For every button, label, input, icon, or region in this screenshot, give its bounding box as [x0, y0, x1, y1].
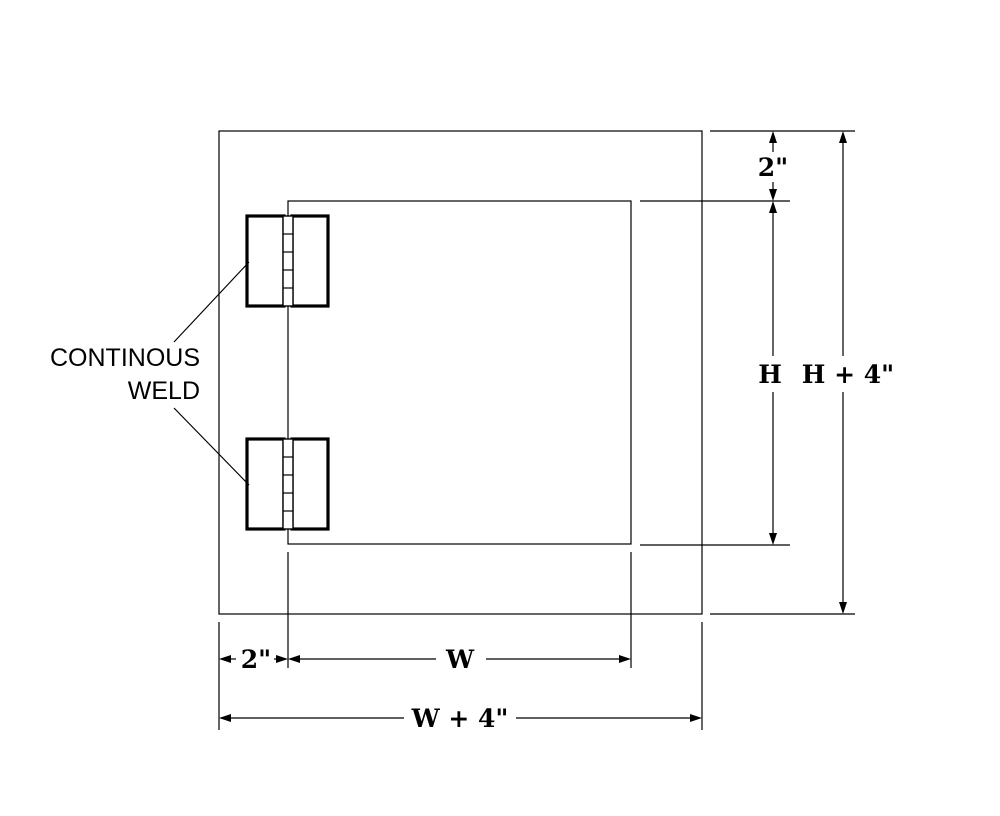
dim-width-label: W [445, 645, 475, 674]
hinge-top-knuckle [282, 215, 294, 307]
callout-line-2: WELD [128, 377, 200, 405]
outer-frame [218, 130, 703, 615]
hinge-top-left-leaf [245, 214, 286, 308]
hinge-bottom [245, 437, 330, 531]
callout-leader-top [173, 261, 250, 343]
callout-leader-bottom [173, 407, 250, 486]
dim-total-height-label: H + 4" [802, 360, 894, 389]
dim-height-label: H [758, 360, 782, 389]
hinge-bottom-knuckle [282, 438, 294, 530]
dim-top-offset [769, 131, 777, 201]
dim-left-offset-label: 2" [241, 645, 271, 674]
dim-total-width-label: W + 4" [411, 704, 509, 733]
inner-door [287, 200, 632, 545]
dim-height [769, 201, 777, 545]
hinge-bottom-right-leaf [290, 437, 330, 531]
hinge-bottom-left-leaf [245, 437, 286, 531]
dim-width [288, 655, 631, 663]
dim-left-offset [219, 655, 288, 663]
hinge-top-right-leaf [290, 214, 330, 308]
hinge-top [245, 214, 330, 308]
dim-total-width [219, 714, 702, 722]
callout-line-1: CONTINOUS [50, 344, 200, 372]
dim-total-height [839, 131, 847, 614]
dim-top-offset-label: 2" [758, 153, 788, 182]
